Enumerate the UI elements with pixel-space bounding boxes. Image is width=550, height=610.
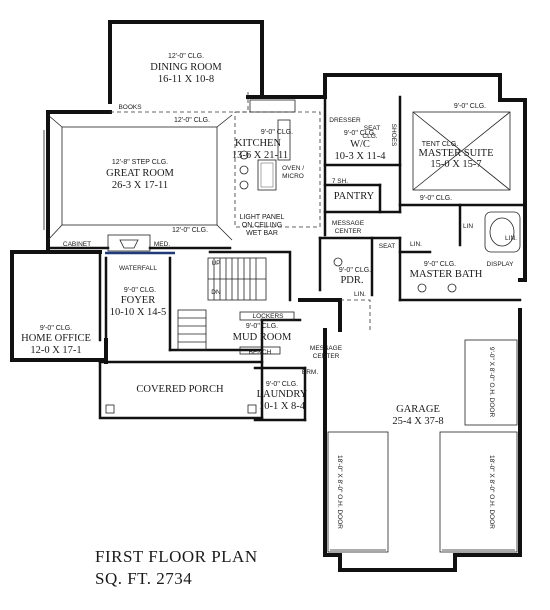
- exterior-walls: [10, 20, 527, 572]
- master-suite-ceiling: TENT CLG.: [422, 141, 458, 148]
- lockers-label: LOCKERS: [252, 313, 284, 320]
- stair-up-label: UP: [211, 260, 220, 267]
- room-labels: 12'-0" CLG. DINING ROOM 16-11 X 10-8 BOO…: [21, 53, 517, 529]
- display-label: DISPLAY: [487, 261, 515, 268]
- stair-down-label: DN: [211, 289, 221, 296]
- garage-door-right: 18'-0" X 8'-0" O.H. DOOR: [488, 455, 495, 529]
- wic-dimensions: 10-3 X 11-4: [335, 151, 387, 162]
- pdr-ceiling: 9'-0" CLG.: [339, 267, 371, 274]
- linen-label-2: LIN: [463, 223, 473, 230]
- broom-label: BRM.: [302, 369, 318, 376]
- foyer-name: FOYER: [121, 295, 155, 306]
- seat-clg-label: CLG.: [362, 133, 377, 140]
- foyer-dimensions: 10-10 X 14-5: [110, 307, 167, 318]
- message-center-label-1: MESSAGE: [332, 220, 365, 227]
- master-suite-name: MASTER SUITE: [419, 148, 494, 159]
- seat-bath-label: SEAT: [379, 243, 396, 250]
- master-suite-dimensions: 15-0 X 15-7: [430, 159, 481, 170]
- wic-ceiling: 9'-0" CLG.: [344, 130, 376, 137]
- linen-label-1: LIN.: [410, 241, 422, 248]
- home-office-name: HOME OFFICE: [21, 333, 91, 344]
- garage-door-left: 18'-0" X 8'-0" O.H. DOOR: [336, 455, 343, 529]
- great-room-ceiling-top: 12'-0" CLG.: [174, 117, 210, 124]
- plan-title-line-2: SQ. FT. 2734: [95, 569, 192, 588]
- wic-name: W/C: [350, 139, 370, 150]
- linen-label-4: LIN.: [505, 235, 517, 242]
- kitchen-name: KITCHEN: [235, 138, 281, 149]
- dresser-label: DRESSER: [329, 117, 361, 124]
- message-center-garage-2: CENTER: [313, 353, 340, 360]
- laundry-ceiling: 9'-0" CLG.: [266, 381, 298, 388]
- light-panel-label-1: LIGHT PANEL: [240, 214, 285, 221]
- mud-room-ceiling: 9'-0" CLG.: [246, 323, 278, 330]
- seven-shelves-label: 7 SH.: [332, 178, 348, 185]
- message-center-garage-1: MESSAGE: [310, 345, 343, 352]
- foyer-ceiling: 9'-0" CLG.: [124, 287, 156, 294]
- master-ceiling-bottom: 9'-0" CLG.: [420, 195, 452, 202]
- bench-label: BENCH: [249, 349, 272, 356]
- great-room-ceiling: 12'-8" STEP CLG.: [112, 159, 168, 166]
- master-bath-name: MASTER BATH: [410, 269, 483, 280]
- cabinet-label: CABINET: [63, 241, 91, 248]
- great-room-dimensions: 26-3 X 17-11: [112, 180, 168, 191]
- garage-name: GARAGE: [396, 404, 440, 415]
- books-label: BOOKS: [118, 104, 142, 111]
- dining-room-dimensions: 16-11 X 10-8: [158, 74, 214, 85]
- oven-micro-label-2: MICRO: [282, 173, 304, 180]
- kitchen-ceiling: 9'-0" CLG.: [261, 129, 293, 136]
- dining-room-ceiling: 12'-0" CLG.: [168, 53, 204, 60]
- shoes-label: SHOES: [390, 124, 397, 147]
- plan-details: [43, 90, 521, 553]
- plan-title: FIRST FLOOR PLAN SQ. FT. 2734: [95, 547, 258, 588]
- oven-micro-label-1: OVEN /: [282, 165, 304, 172]
- covered-porch-name: COVERED PORCH: [136, 384, 224, 395]
- dining-room-name: DINING ROOM: [150, 62, 222, 73]
- mud-room-name: MUD ROOM: [233, 332, 292, 343]
- master-ceiling-top: 9'-0" CLG.: [454, 103, 486, 110]
- laundry-dimensions: 10-1 X 8-4: [259, 401, 306, 412]
- home-office-ceiling: 9'-0" CLG.: [40, 325, 72, 332]
- kitchen-dimensions: 13-6 X 21-11: [232, 150, 288, 161]
- waterfall-label: WATERFALL: [119, 265, 157, 272]
- light-panel-label-2: ON CEILING: [242, 222, 282, 229]
- plan-title-line-1: FIRST FLOOR PLAN: [95, 547, 258, 566]
- home-office-dimensions: 12-0 X 17-1: [30, 345, 81, 356]
- garage-door-upper: 9'-0" X 8'-0" O.H. DOOR: [488, 347, 495, 418]
- great-room-name: GREAT ROOM: [106, 168, 174, 179]
- laundry-name: LAUNDRY: [257, 389, 308, 400]
- pantry-name: PANTRY: [334, 191, 375, 202]
- stairs: [177, 257, 267, 351]
- message-center-label-2: CENTER: [335, 228, 362, 235]
- master-bath-ceiling: 9'-0" CLG.: [424, 261, 456, 268]
- seat-label: SEAT: [364, 125, 381, 132]
- pdr-name: PDR.: [340, 275, 363, 286]
- media-label: MED.: [154, 241, 170, 248]
- wet-bar-label: WET BAR: [246, 230, 278, 237]
- linen-label-3: LIN.: [354, 291, 366, 298]
- great-room-ceiling-bottom: 12'-0" CLG.: [172, 227, 208, 234]
- garage-dimensions: 25-4 X 37-8: [392, 416, 443, 427]
